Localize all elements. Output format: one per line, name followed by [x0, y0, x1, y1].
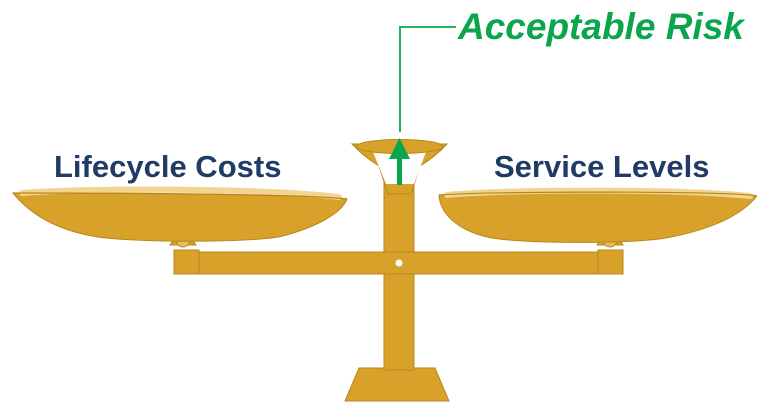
right-pan	[438, 191, 757, 243]
left-beam-end	[173, 249, 200, 275]
service-levels-label: Service Levels	[494, 149, 710, 184]
scale-pivot	[393, 257, 405, 269]
lifecycle-costs-label: Lifecycle Costs	[54, 149, 282, 184]
right-beam-end	[597, 249, 624, 275]
scale-base	[344, 367, 450, 402]
left-pan-rim	[12, 192, 348, 200]
acceptable-risk-label: Acceptable Risk	[458, 6, 744, 47]
left-pan	[11, 192, 348, 242]
acceptable-risk-leader	[399, 26, 456, 132]
up-arrow-icon	[389, 138, 410, 185]
left-pan-inner	[19, 186, 342, 200]
right-pan-rim	[438, 191, 757, 197]
